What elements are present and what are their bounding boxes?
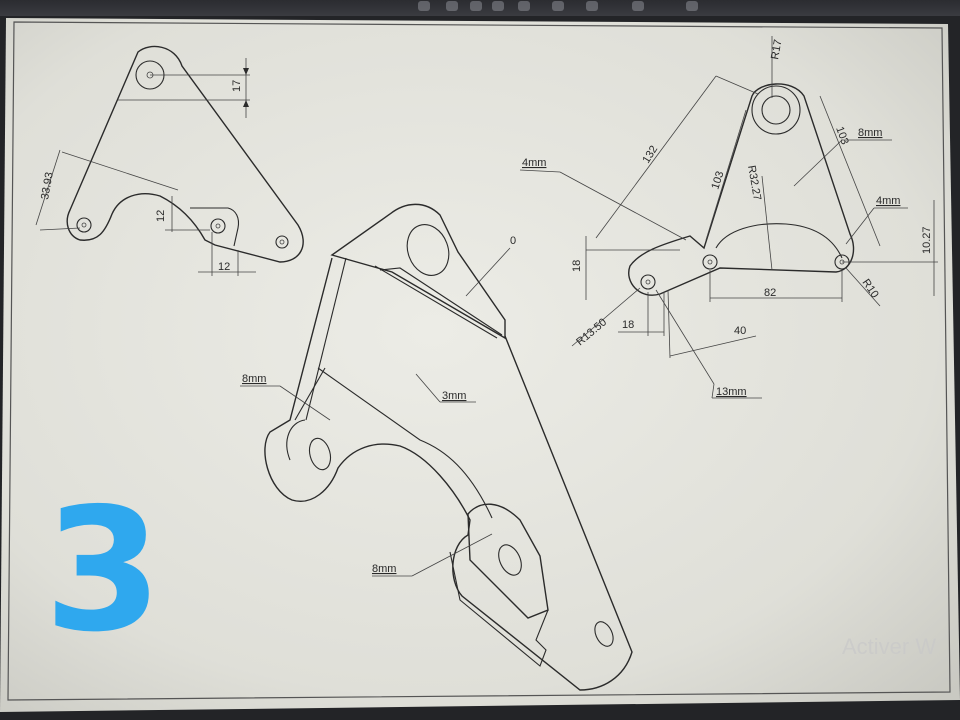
dim-label: 82: [764, 287, 776, 299]
dim-label: 12: [155, 210, 167, 222]
iso-label: 3mm: [442, 390, 466, 402]
dim-label: 33.93: [39, 171, 56, 200]
watermark: Activer W: [842, 634, 937, 659]
iso-hole: [308, 437, 332, 471]
toolbar-icon[interactable]: [492, 1, 504, 11]
view-top-left: 17 33.93 12 12: [35, 45, 304, 276]
hole: [640, 274, 656, 290]
iso-base-edge: [449, 551, 549, 667]
iso-web-edge: [294, 367, 326, 421]
sheet-number: 3: [44, 472, 163, 670]
dim-label: 18: [622, 319, 634, 331]
dim-label: 17: [231, 80, 243, 92]
toolbar-icon[interactable]: [518, 1, 530, 11]
dim-label: 12: [218, 261, 230, 273]
dim-label: 4mm: [876, 195, 900, 207]
hole: [210, 218, 226, 234]
hole-center: [707, 259, 713, 265]
iso-web-edge: [305, 257, 347, 421]
iso-label: 8mm: [372, 563, 396, 575]
iso-top-flange: [330, 203, 506, 340]
hole-center: [279, 239, 285, 245]
iso-hole: [498, 544, 522, 576]
iso-web-edge: [317, 367, 493, 519]
iso-rib-edge: [374, 265, 498, 339]
iso-rib-edge: [379, 267, 503, 336]
hole: [751, 85, 801, 135]
hole-center: [645, 279, 651, 285]
view-iso: 0 8mm 3mm 8mm: [240, 203, 633, 691]
hole: [76, 217, 92, 233]
dim-label: R17: [769, 39, 784, 61]
toolbar-icon[interactable]: [586, 1, 598, 11]
hole-center: [215, 223, 221, 229]
iso-hole: [406, 224, 450, 276]
hole: [275, 235, 289, 249]
hole: [761, 95, 791, 125]
dim-label: 18: [571, 260, 583, 272]
iso-label: 8mm: [242, 373, 266, 385]
dim-label: 103: [833, 125, 851, 146]
iso-web-edge: [286, 419, 306, 461]
drawing-border: [7, 21, 951, 701]
toolbar-icon[interactable]: [686, 1, 698, 11]
dim-label: 13mm: [716, 386, 747, 398]
arc-cutout: [715, 223, 843, 259]
dim-label: 10.27: [921, 226, 933, 254]
hole: [702, 254, 718, 270]
boss-outline: [190, 207, 240, 247]
dim-label: 103: [709, 170, 726, 191]
paper: [0, 18, 960, 712]
toolbar-strip: [0, 0, 960, 16]
iso-hole: [594, 621, 614, 647]
toolbar-icon[interactable]: [632, 1, 644, 11]
dim-label: 40: [734, 325, 746, 337]
iso-web-outline: [264, 257, 633, 691]
iso-label: 0: [510, 235, 516, 247]
iso-lower-boss: [467, 503, 549, 619]
toolbar-icon[interactable]: [470, 1, 482, 11]
part-outline: [66, 45, 304, 263]
toolbar-icon[interactable]: [446, 1, 458, 11]
toolbar-icon[interactable]: [552, 1, 564, 11]
dim-label: 8mm: [858, 127, 882, 139]
hole-center: [81, 222, 87, 228]
toolbar-icon[interactable]: [418, 1, 430, 11]
dim-label: 4mm: [522, 157, 546, 169]
